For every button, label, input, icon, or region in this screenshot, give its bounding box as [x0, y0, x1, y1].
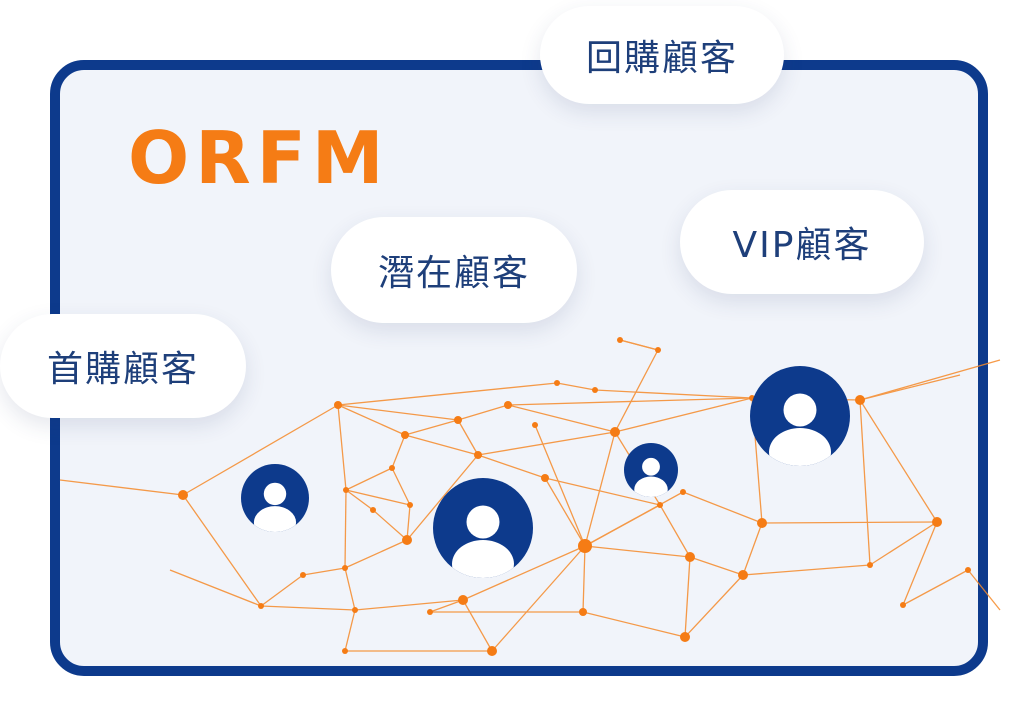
brand-title: ORFM [128, 116, 390, 200]
vip-customer-bubble: VIP顧客 [680, 190, 924, 294]
potential-customer-bubble: 潛在顧客 [331, 217, 577, 323]
first-purchase-customer-bubble: 首購顧客 [0, 314, 246, 418]
repeat-customer-bubble: 回購顧客 [540, 6, 784, 104]
